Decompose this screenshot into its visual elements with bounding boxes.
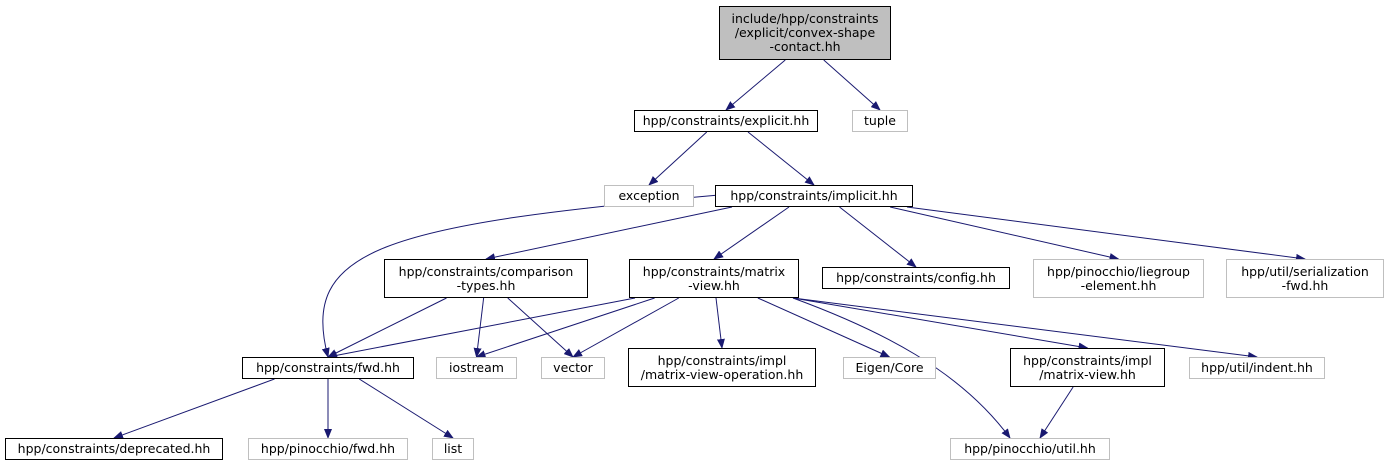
node-root: include/hpp/constraints/explicit/convex-… <box>719 6 891 60</box>
edge-comparison-to-vector <box>507 297 574 358</box>
edge-implicit-to-fwd <box>321 194 720 358</box>
edge-implicit-to-serialization <box>906 206 1306 262</box>
edge-explicit-to-exception <box>648 131 708 186</box>
edge-implmv-to-pinutil <box>1039 386 1074 439</box>
node-label-line: exception <box>618 188 680 203</box>
edge-comparison-to-fwd <box>327 297 447 358</box>
node-label-line: hpp/pinocchio/util.hh <box>964 441 1096 456</box>
node-implmv[interactable]: hpp/constraints/impl/matrix-view.hh <box>1010 348 1165 387</box>
node-config[interactable]: hpp/constraints/config.hh <box>822 267 1010 289</box>
node-iostream: iostream <box>436 357 517 379</box>
node-label-line: /matrix-view.hh <box>1039 366 1136 382</box>
node-label-line: hpp/util/indent.hh <box>1201 360 1313 375</box>
edge-matrixview-to-vector <box>572 297 679 358</box>
edge-matrixview-to-iostream <box>475 297 655 358</box>
node-label-line: hpp/pinocchio/liegroup <box>1047 263 1190 279</box>
node-vector: vector <box>541 357 605 379</box>
node-fwd[interactable]: hpp/constraints/fwd.hh <box>242 357 414 379</box>
edge-implicit-to-comparison <box>485 206 733 262</box>
node-label-line: hpp/constraints/config.hh <box>836 270 996 285</box>
node-comparison[interactable]: hpp/constraints/comparison-types.hh <box>384 259 588 298</box>
node-pinutil: hpp/pinocchio/util.hh <box>950 438 1110 460</box>
node-implicit[interactable]: hpp/constraints/implicit.hh <box>715 185 913 207</box>
node-label-line: hpp/pinocchio/fwd.hh <box>260 441 396 456</box>
edge-implicit-to-liegroup <box>890 206 1120 261</box>
node-label-line: iostream <box>449 360 504 375</box>
node-label-line: -fwd.hh <box>1281 277 1329 293</box>
edge-root-to-explicit <box>725 59 786 111</box>
edge-fwd-to-list <box>358 378 454 439</box>
node-liegroup: hpp/pinocchio/liegroup-element.hh <box>1033 259 1204 298</box>
edge-implicit-to-config <box>839 206 917 268</box>
node-matrixview[interactable]: hpp/constraints/matrix-view.hh <box>629 259 799 298</box>
node-label-line: Eigen/Core <box>855 360 924 375</box>
node-label-line: /explicit/convex-shape <box>734 25 876 40</box>
node-label-line: -types.hh <box>456 277 516 293</box>
node-label-line: hpp/constraints/matrix <box>642 263 786 279</box>
node-eigen: Eigen/Core <box>843 357 936 379</box>
edge-implicit-to-matrixview <box>713 206 790 260</box>
edge-matrixview-to-pinutil <box>792 297 1011 439</box>
node-label-line: list <box>443 441 463 456</box>
node-label-line: hpp/constraints/comparison <box>398 263 574 279</box>
node-label-line: hpp/constraints/impl <box>1023 352 1152 368</box>
node-label-line: vector <box>553 360 593 375</box>
node-label-line: hpp/constraints/deprecated.hh <box>17 441 211 456</box>
node-label-line: -element.hh <box>1080 277 1157 293</box>
edge-matrixview-to-mvop <box>715 297 725 349</box>
node-label-line: -view.hh <box>688 277 740 293</box>
node-label-line: hpp/constraints/implicit.hh <box>730 188 898 203</box>
node-label-line: hpp/constraints/explicit.hh <box>642 113 810 128</box>
edge-explicit-to-implicit <box>747 131 815 186</box>
node-pinfwd: hpp/pinocchio/fwd.hh <box>248 438 408 460</box>
node-tuple: tuple <box>852 110 908 132</box>
node-list: list <box>432 438 474 460</box>
node-exception: exception <box>604 185 694 207</box>
edge-matrixview-to-fwd <box>327 297 636 360</box>
node-label-line: -contact.hh <box>769 39 841 54</box>
node-explicit[interactable]: hpp/constraints/explicit.hh <box>634 110 818 132</box>
edge-matrixview-to-eigen <box>757 297 891 358</box>
edge-root-to-tuple <box>823 59 881 111</box>
node-label-line: include/hpp/constraints <box>731 11 879 26</box>
node-label-line: hpp/util/serialization <box>1241 263 1369 279</box>
node-mvop[interactable]: hpp/constraints/impl/matrix-view-operati… <box>628 348 816 387</box>
node-label-line: tuple <box>864 113 896 128</box>
node-indent: hpp/util/indent.hh <box>1189 357 1325 379</box>
node-deprecated[interactable]: hpp/constraints/deprecated.hh <box>5 438 223 460</box>
node-label-line: /matrix-view-operation.hh <box>640 366 804 382</box>
edge-fwd-to-deprecated <box>113 378 275 439</box>
node-label-line: hpp/constraints/fwd.hh <box>256 360 400 375</box>
edge-matrixview-to-indent <box>792 297 1258 360</box>
node-serialization: hpp/util/serialization-fwd.hh <box>1226 259 1384 298</box>
edge-matrixview-to-implmv <box>792 297 1089 351</box>
node-label-line: hpp/constraints/impl <box>657 352 787 368</box>
